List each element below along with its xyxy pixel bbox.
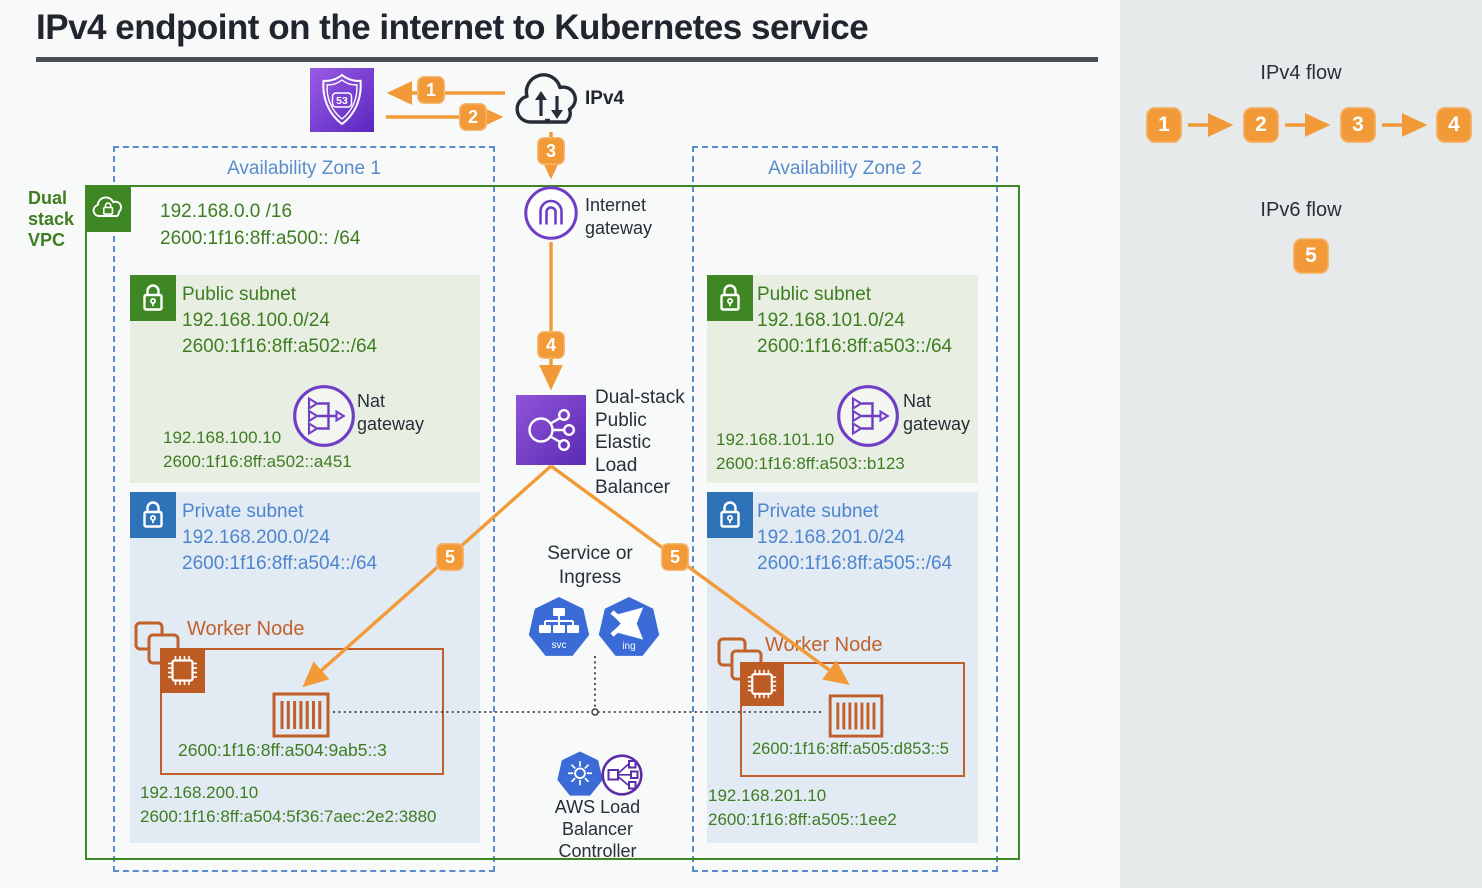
az2-node-ip-v4: 192.168.201.10	[708, 786, 827, 805]
az2-private-cidr-v6: 2600:1f16:8ff:a505::/64	[757, 553, 953, 574]
load-balancer-controller-icon	[600, 753, 644, 797]
az2-node-ips: 192.168.201.10 2600:1f16:8ff:a505::1ee2	[708, 784, 978, 832]
vpc-cidr-v6: 2600:1f16:8ff:a500:: /64	[160, 228, 361, 249]
vpc-icon	[85, 186, 131, 232]
az1-public-subnet	[130, 275, 480, 483]
legend-badge-1: 1	[1146, 107, 1182, 143]
az1-pod-ip-v6: 2600:1f16:8ff:a504:9ab5::3	[178, 740, 387, 760]
svg-text:ing: ing	[622, 641, 635, 652]
kubernetes-icon	[556, 750, 604, 798]
az2-container-icon	[828, 694, 884, 738]
step-badge-3: 3	[537, 137, 565, 165]
vpc-box	[85, 185, 1020, 860]
legend-badge-2: 2	[1243, 107, 1279, 143]
title-underline	[36, 57, 1098, 62]
az1-public-subnet-text: Public subnet 192.168.100.0/24 2600:1f16…	[182, 282, 462, 360]
elastic-load-balancer-icon	[516, 395, 586, 465]
az2-nat-ip-v6: 2600:1f16:8ff:a503::b123	[716, 454, 905, 473]
az2-worker-node-label: Worker Node	[765, 634, 883, 656]
az1-private-subnet-lock-icon	[130, 492, 176, 538]
legend-badge-5: 5	[1293, 238, 1329, 274]
az1-public-subnet-lock-icon	[130, 275, 176, 321]
vpc-label: Dual stack VPC	[28, 188, 75, 250]
az1-nat-gateway-label: Nat gateway	[357, 391, 425, 434]
legend-ipv4-title: IPv4 flow	[1260, 62, 1342, 84]
albc-label: AWS Load Balancer Controller	[554, 797, 641, 861]
az1-node-ips: 192.168.200.10 2600:1f16:8ff:a504:5f36:7…	[140, 781, 470, 829]
elastic-load-balancer-label: Dual-stack Public Elastic Load Balancer	[595, 387, 685, 498]
legend-ipv6-title: IPv6 flow	[1260, 199, 1342, 221]
az2-nat-ip-v4: 192.168.101.10	[716, 430, 835, 449]
az1-public-cidr-v4: 192.168.100.0/24	[182, 310, 330, 331]
az2-private-subnet-label: Private subnet	[757, 501, 879, 522]
internet-cloud-icon	[510, 70, 588, 130]
az2-cpu-chip-icon	[740, 662, 784, 706]
internet-gateway-icon	[523, 185, 579, 241]
az1-private-cidr-v4: 192.168.200.0/24	[182, 527, 330, 548]
az2-public-subnet-lock-icon	[707, 275, 753, 321]
az2-public-subnet-label: Public subnet	[757, 284, 872, 305]
service-or-ingress-label: Service or Ingress	[547, 543, 633, 588]
vpc-cidrs: 192.168.0.0 /16 2600:1f16:8ff:a500:: /64	[160, 198, 460, 252]
step-badge-1: 1	[417, 76, 445, 104]
az1-cpu-chip-icon	[160, 648, 205, 693]
internet-ipv4-label: IPv4	[585, 88, 625, 109]
step-badge-2: 2	[459, 103, 487, 131]
route53-icon: 53	[310, 68, 374, 132]
az1-nat-gateway-icon	[291, 383, 357, 449]
vpc-cidr-v4: 192.168.0.0 /16	[160, 201, 293, 222]
az1-private-subnet-text: Private subnet 192.168.200.0/24 2600:1f1…	[182, 499, 462, 577]
az2-nat-gateway-label: Nat gateway	[903, 391, 971, 434]
availability-zone-2-title: Availability Zone 2	[768, 158, 922, 179]
az2-public-cidr-v4: 192.168.101.0/24	[757, 310, 905, 331]
az1-private-cidr-v6: 2600:1f16:8ff:a504::/64	[182, 553, 378, 574]
az2-public-cidr-v6: 2600:1f16:8ff:a503::/64	[757, 336, 953, 357]
az1-node-ip-v4: 192.168.200.10	[140, 783, 259, 802]
az2-node-ip-v6: 2600:1f16:8ff:a505::1ee2	[708, 810, 897, 829]
svg-text:svc: svc	[552, 640, 567, 651]
az2-private-cidr-v4: 192.168.201.0/24	[757, 527, 905, 548]
az2-private-subnet-text: Private subnet 192.168.201.0/24 2600:1f1…	[757, 499, 977, 577]
svg-text:53: 53	[336, 95, 348, 107]
k8s-ingress-icon: ing	[597, 595, 661, 659]
az1-nat-ip-v4: 192.168.100.10	[163, 428, 282, 447]
az1-container-icon	[272, 692, 330, 738]
legend-badge-4: 4	[1436, 107, 1472, 143]
az1-public-cidr-v6: 2600:1f16:8ff:a502::/64	[182, 336, 378, 357]
k8s-service-icon: svc	[527, 595, 591, 659]
step-badge-5-left: 5	[436, 543, 464, 571]
az2-public-subnet-text: Public subnet 192.168.101.0/24 2600:1f16…	[757, 282, 977, 360]
legend-badge-3: 3	[1340, 107, 1376, 143]
az2-private-subnet-lock-icon	[707, 492, 753, 538]
az1-nat-ip-v6: 2600:1f16:8ff:a502::a451	[163, 452, 352, 471]
az1-node-ip-v6: 2600:1f16:8ff:a504:5f36:7aec:2e2:3880	[140, 807, 437, 826]
availability-zone-1-title: Availability Zone 1	[227, 158, 381, 179]
az2-worker-node-box	[740, 662, 965, 777]
az1-public-subnet-label: Public subnet	[182, 284, 297, 305]
step-badge-4: 4	[537, 331, 565, 359]
internet-gateway-label: Internet gateway	[585, 195, 653, 238]
az2-nat-gateway-icon	[835, 383, 901, 449]
page-title: IPv4 endpoint on the internet to Kuberne…	[36, 8, 869, 47]
az1-worker-node-label: Worker Node	[187, 618, 305, 640]
az1-private-subnet-label: Private subnet	[182, 501, 304, 522]
az2-pod-ip-v6: 2600:1f16:8ff:a505:d853::5	[752, 740, 949, 758]
legend-panel	[1120, 0, 1482, 888]
step-badge-5-right: 5	[661, 543, 689, 571]
